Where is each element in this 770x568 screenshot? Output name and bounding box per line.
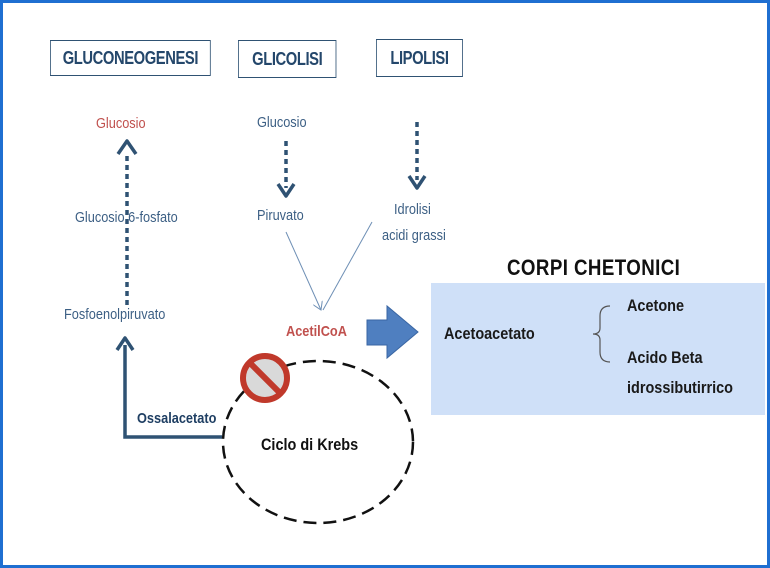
glycolysis-pyruvate: Piruvato <box>257 207 304 224</box>
krebs-cycle-label: Ciclo di Krebs <box>261 435 359 454</box>
header-gluconeogenesis: GLUCONEOGENESI <box>50 40 211 76</box>
line-pyruvate-to-acetylcoa <box>285 231 321 310</box>
gluconeo-glucose: Glucosio <box>96 115 146 132</box>
acetone-label: Acetone <box>627 296 685 315</box>
header-glycolysis: GLICOLISI <box>238 40 337 78</box>
ketone-bodies-title: CORPI CHETONICI <box>507 255 681 280</box>
gluconeo-g6p: Glucosio 6-fosfato <box>75 209 178 226</box>
header-lipolysis: LIPOLISI <box>376 39 463 77</box>
arrow-oxaloacetate-to-pep-head <box>115 336 135 351</box>
beta-hydroxybutyric-line2: idrossibutirrico <box>627 378 733 397</box>
lipolysis-line2: acidi grassi <box>382 227 446 244</box>
acetyl-coa-label: AcetilCoA <box>286 323 347 340</box>
dotted-arrow-lipolysis-head <box>407 175 427 190</box>
dotted-arrow-glycolysis-head <box>276 183 296 198</box>
oxaloacetate-label: Ossalacetato <box>137 410 217 427</box>
no-entry-icon <box>240 353 290 403</box>
acetoacetate-label: Acetoacetato <box>444 324 535 343</box>
lipolysis-line1: Idrolisi <box>394 201 431 218</box>
glycolysis-glucose: Glucosio <box>257 114 307 131</box>
ketone-brace <box>592 305 611 363</box>
header-gluconeogenesis-label: GLUCONEOGENESI <box>62 47 199 68</box>
ketone-bodies-panel <box>431 283 765 415</box>
arrow-to-ketone-bodies <box>366 304 419 360</box>
header-lipolysis-label: LIPOLISI <box>390 47 449 68</box>
line-fattyacids-to-acetylcoa <box>322 221 373 311</box>
gluconeo-pep: Fosfoenolpiruvato <box>64 306 166 323</box>
beta-hydroxybutyric-line1: Acido Beta <box>627 348 703 367</box>
header-glycolysis-label: GLICOLISI <box>252 48 323 69</box>
arrow-oxaloacetate-to-pep <box>123 345 222 439</box>
dotted-arrow-gluconeo-head <box>116 139 138 155</box>
krebs-cycle-ring <box>221 359 415 525</box>
